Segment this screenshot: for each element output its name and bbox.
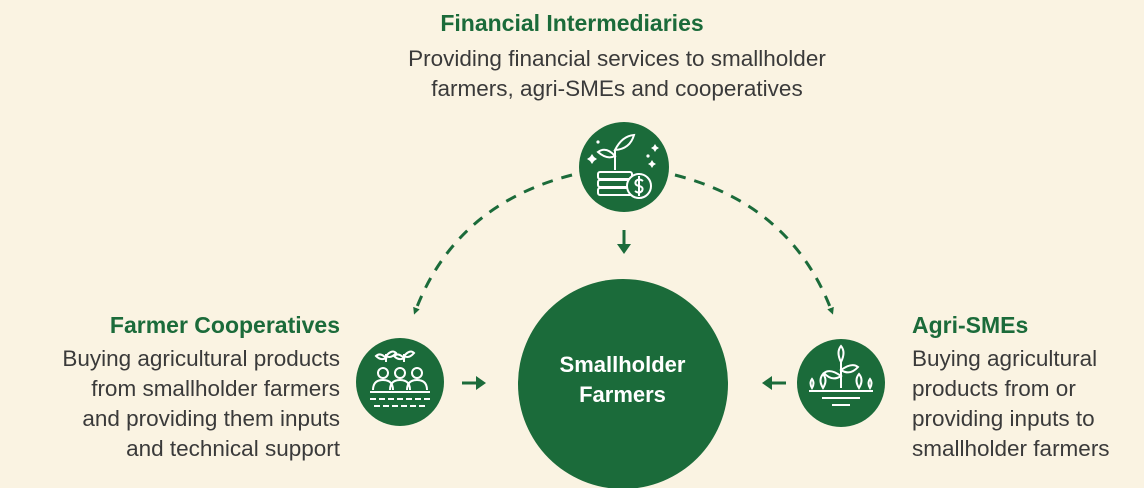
money-plant-icon: [579, 122, 669, 212]
financial-intermediaries-title: Financial Intermediaries: [440, 10, 704, 36]
farmer-cooperatives-title: Farmer Cooperatives: [109, 312, 340, 338]
farmer-cooperatives-description: Buying agricultural products from smallh…: [0, 344, 340, 464]
dashed-arrow-to-agri-smes: [674, 173, 834, 315]
description-line: Buying agricultural: [912, 346, 1098, 371]
smallholder-farmers-label: Smallholder Farmers: [500, 350, 745, 410]
description-line: farmers, agri-SMEs and cooperatives: [431, 76, 803, 101]
agri-smes-title: Agri-SMEs: [912, 312, 1029, 338]
arrow-down-to-farmers: [617, 230, 631, 254]
crop-sprout-icon: [797, 339, 885, 427]
farmer-group-icon: [356, 338, 444, 426]
center-label-line: Farmers: [579, 382, 666, 407]
dashed-arrow-to-cooperatives: [413, 173, 573, 315]
description-line: products from or: [912, 376, 1076, 401]
arrow-right-to-farmers: [462, 376, 486, 390]
description-line: and providing them inputs: [82, 406, 340, 431]
description-line: and technical support: [126, 436, 340, 461]
description-line: providing inputs to: [912, 406, 1095, 431]
description-line: from smallholder farmers: [91, 376, 340, 401]
description-line: Buying agricultural products: [62, 346, 340, 371]
description-line: Providing financial services to smallhol…: [408, 46, 826, 71]
agri-smes-description: Buying agricultural products from or pro…: [912, 344, 1144, 464]
arrow-left-to-farmers: [762, 376, 786, 390]
description-line: smallholder farmers: [912, 436, 1110, 461]
center-label-line: Smallholder: [559, 352, 686, 377]
financial-intermediaries-description: Providing financial services to smallhol…: [310, 44, 924, 104]
smallholder-farmers-circle: [518, 279, 728, 488]
